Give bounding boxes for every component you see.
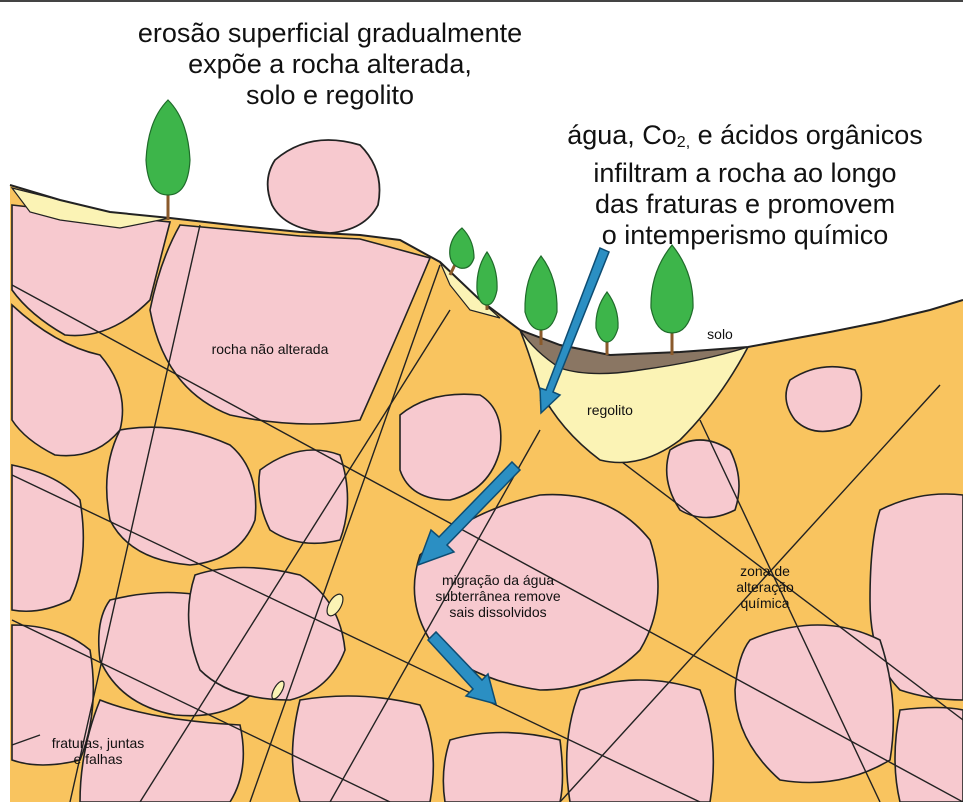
label-groundwater: migração da água subterrânea remove sais… <box>418 572 578 620</box>
tree-icon <box>596 292 618 355</box>
tree-icon <box>477 252 497 310</box>
label-fractures: fraturas, juntas e falhas <box>38 735 158 767</box>
infiltration-prefix: água, Co <box>567 120 677 150</box>
rock-block <box>443 733 562 802</box>
rock-block <box>567 680 714 802</box>
rock-block <box>107 427 256 565</box>
tree-icon <box>450 228 474 275</box>
tree-icon <box>651 245 693 355</box>
rock-block <box>786 367 861 432</box>
label-soil: solo <box>700 326 740 342</box>
label-unaltered-rock: rocha não alterada <box>185 341 355 357</box>
diagram-title: erosão superficial gradualmente expõe a … <box>95 18 565 111</box>
rock-block <box>259 450 348 543</box>
tree-icon <box>525 256 557 345</box>
rock-block <box>895 708 963 802</box>
infiltration-note: água, Co2, e ácidos orgânicos infiltram … <box>540 120 950 251</box>
infiltration-subscript: 2, <box>677 134 690 151</box>
label-regolith: regolito <box>575 402 645 418</box>
rock-block <box>293 696 434 802</box>
label-alteration-zone: zona de alteração química <box>710 563 820 611</box>
boulder <box>268 140 380 233</box>
tree-icon <box>146 100 190 220</box>
